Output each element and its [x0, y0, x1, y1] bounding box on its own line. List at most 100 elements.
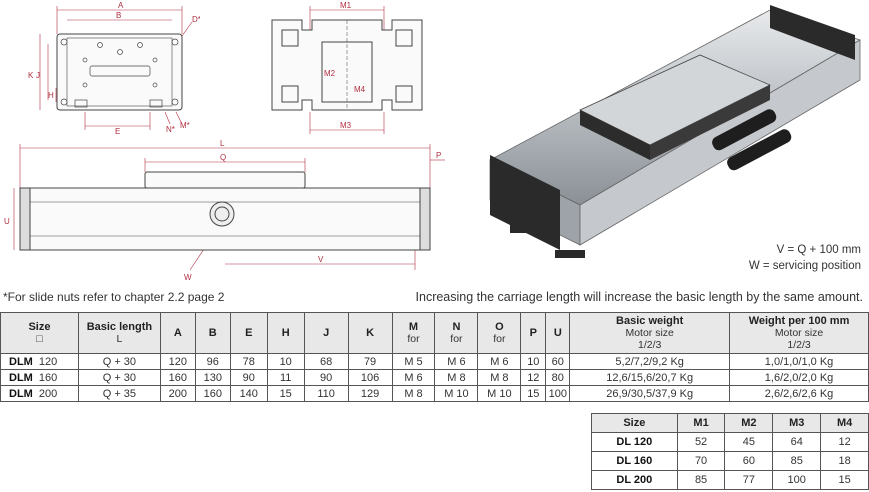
table-cell: M 6 [477, 353, 522, 370]
table-cell: 68 [303, 353, 349, 370]
table-cell: 10 [266, 353, 305, 370]
dim-label-k: K [28, 71, 34, 80]
table-cell: M 5 [391, 353, 436, 370]
table-cell: 18 [820, 451, 869, 471]
product-render-image [489, 5, 861, 258]
dim-label-d: D* [192, 15, 200, 24]
dim-label-w: W [184, 273, 192, 282]
header-m3: M3 [772, 413, 822, 433]
table-cell: 90 [303, 369, 349, 386]
side-view-drawing: L Q P U V W [4, 139, 445, 282]
header-b: B [194, 312, 231, 354]
table-cell: 45 [724, 432, 774, 452]
size-cell: DLM 120 [0, 353, 79, 370]
table-cell: 77 [724, 470, 774, 490]
table-cell: M 10 [477, 385, 522, 402]
table-cell: Q + 30 [77, 369, 161, 386]
profile-section-drawing: M1 M2 M4 M3 [271, 1, 423, 134]
table-cell: 26,9/30,5/37,9 Kg [569, 385, 731, 402]
table-cell: 130 [194, 369, 231, 386]
table-cell: 79 [347, 353, 393, 370]
header-size: Size□ [0, 312, 79, 354]
header-size: Size [591, 413, 678, 433]
table-cell: 129 [347, 385, 393, 402]
table-cell: 100 [545, 385, 571, 402]
table-cell: 110 [303, 385, 349, 402]
dim-label-l: L [220, 139, 225, 148]
model-size: 120 [38, 355, 58, 368]
table-cell: 80 [545, 369, 571, 386]
header-a: A [159, 312, 196, 354]
header-u: U [545, 312, 571, 354]
table-cell: 100 [772, 470, 822, 490]
table-header-row: Size M1 M2 M3 M4 [591, 413, 869, 433]
table-cell: 15 [266, 385, 305, 402]
table-cell: M 8 [434, 369, 479, 386]
table-cell: 11 [266, 369, 305, 386]
table-cell: 64 [772, 432, 822, 452]
table-cell: 60 [724, 451, 774, 471]
table-cell: 1,0/1,0/1,0 Kg [729, 353, 869, 370]
header-m2: M2 [724, 413, 774, 433]
table-cell: 90 [229, 369, 268, 386]
size-cell: DL 120 [591, 432, 678, 452]
table-cell: 85 [676, 470, 726, 490]
table-cell: 10 [520, 353, 547, 370]
table-cell: 5,2/7,2/9,2 Kg [569, 353, 731, 370]
header-p: P [520, 312, 547, 354]
header-h: H [266, 312, 305, 354]
size-cell: DL 200 [591, 470, 678, 490]
table-cell: M 8 [391, 385, 436, 402]
dim-label-e: E [115, 127, 120, 136]
table-cell: 1,6/2,0/2,0 Kg [729, 369, 869, 386]
table-cell: 85 [772, 451, 822, 471]
table-cell: 78 [229, 353, 268, 370]
table-cell: 60 [545, 353, 571, 370]
dim-label-q: Q [220, 153, 226, 162]
table-cell: 140 [229, 385, 268, 402]
model-size: 200 [38, 387, 58, 400]
table-cell: 52 [676, 432, 726, 452]
dim-label-u: U [4, 217, 10, 226]
table-cell: 12 [520, 369, 547, 386]
table-cell: 70 [676, 451, 726, 471]
table-cell: M 10 [434, 385, 479, 402]
table-cell: Q + 35 [77, 385, 161, 402]
formula-w: W = servicing position [748, 260, 861, 272]
table-cell: 160 [194, 385, 231, 402]
table-cell: 2,6/2,6/2,6 Kg [729, 385, 869, 402]
dim-label-v: V [318, 255, 324, 264]
dim-label-j: J [36, 71, 40, 80]
model-name: DLM [9, 355, 33, 368]
table-cell: 12,6/15,6/20,7 Kg [569, 369, 731, 386]
table-cell: M 8 [477, 369, 522, 386]
header-j: J [303, 312, 349, 354]
dim-label-m2: M2 [324, 69, 336, 78]
dim-label-n: N* [166, 125, 175, 134]
dim-label-a: A [118, 1, 124, 10]
table-cell: 200 [159, 385, 196, 402]
dim-label-m: M* [180, 121, 190, 130]
table-cell: 96 [194, 353, 231, 370]
table-cell: Q + 30 [77, 353, 161, 370]
table-cell: 15 [820, 470, 869, 490]
header-k: K [347, 312, 393, 354]
dim-label-m1: M1 [340, 1, 352, 10]
table-cell: M 6 [434, 353, 479, 370]
